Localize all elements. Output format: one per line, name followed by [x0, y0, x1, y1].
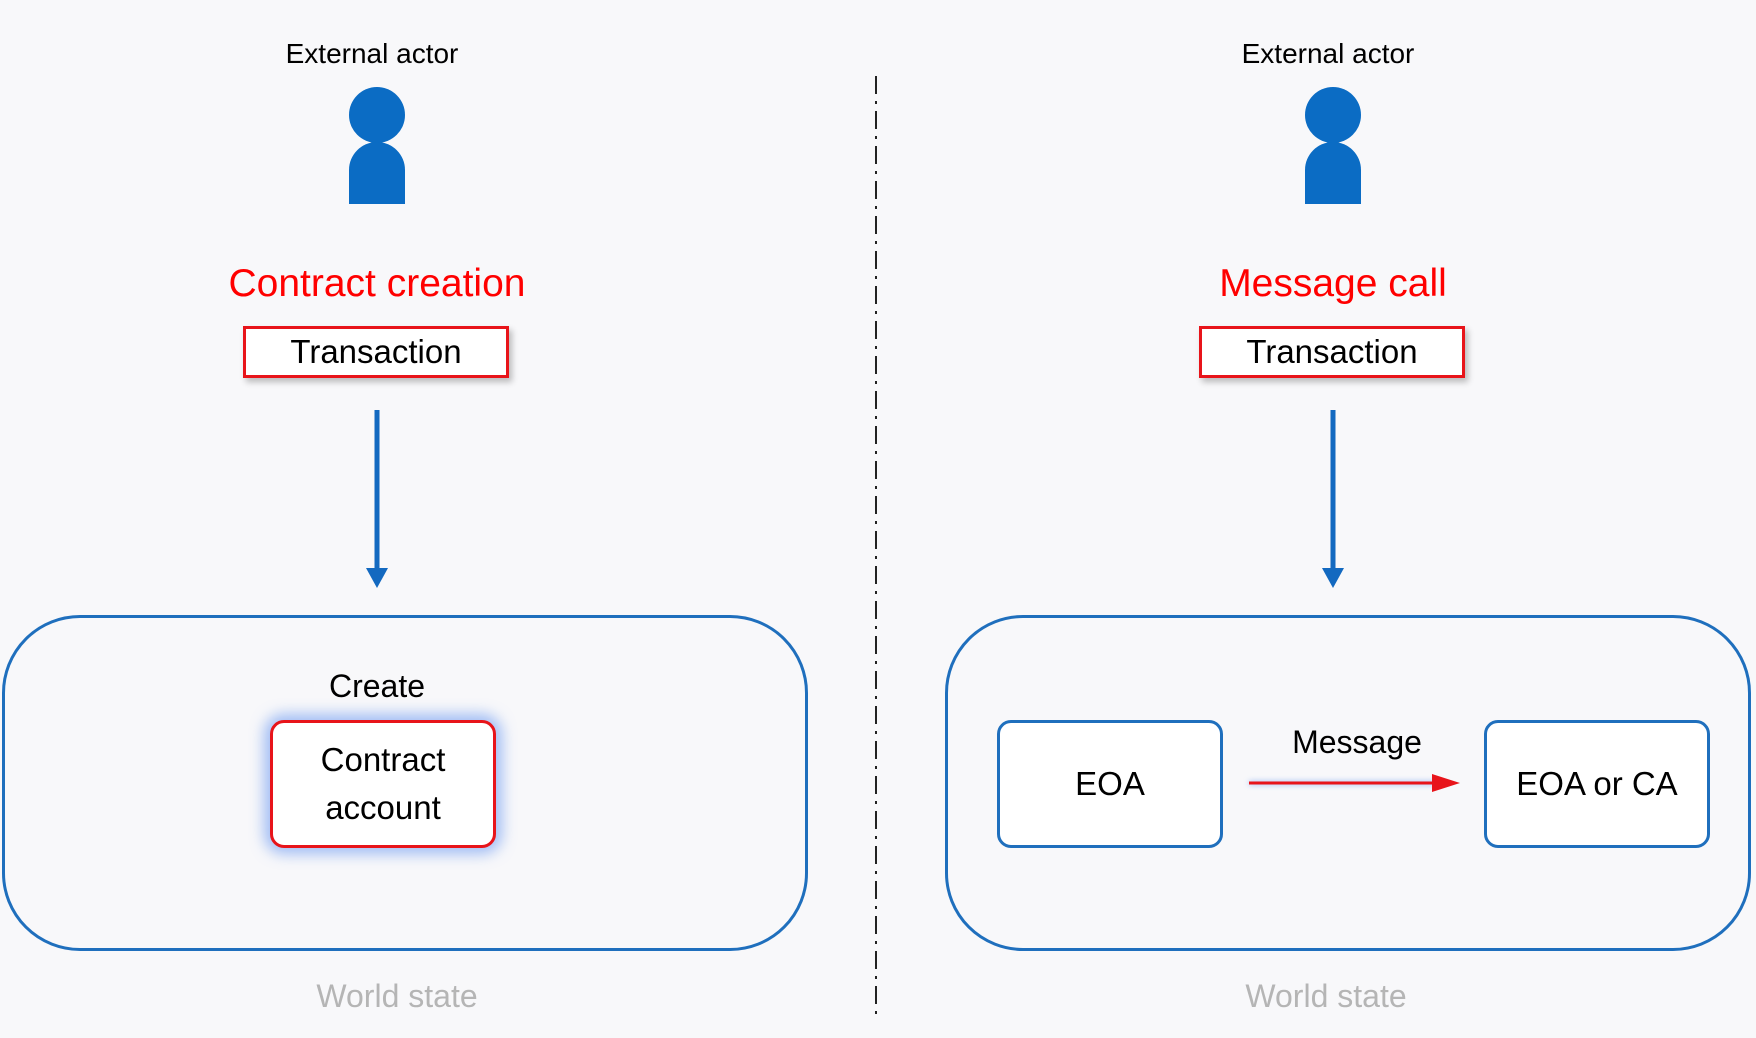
left-person-icon — [349, 87, 405, 204]
contract-account-line1: Contract — [320, 741, 446, 778]
contract-account-line2: account — [325, 789, 441, 826]
left-down-arrow — [366, 410, 388, 588]
message-label: Message — [1292, 724, 1422, 760]
eoa-box: EOA — [997, 720, 1223, 848]
left-transaction-label: Transaction — [290, 333, 462, 370]
right-person-icon — [1305, 87, 1361, 204]
right-transaction-label: Transaction — [1246, 333, 1418, 370]
eoa-label: EOA — [1075, 765, 1145, 802]
left-transaction-box: Transaction — [243, 326, 509, 378]
right-world-state-label: World state — [1245, 978, 1407, 1014]
left-title: Contract creation — [228, 262, 526, 305]
contract-account-box: Contract account — [270, 720, 496, 848]
left-world-state-box — [2, 615, 808, 951]
eoa-or-ca-label: EOA or CA — [1516, 765, 1678, 802]
left-actor-label: External actor — [285, 38, 459, 69]
right-title: Message call — [1219, 262, 1447, 305]
eoa-or-ca-box: EOA or CA — [1484, 720, 1710, 848]
left-world-state-label: World state — [316, 978, 478, 1014]
message-arrow — [1249, 774, 1460, 792]
right-world-state-box — [945, 615, 1751, 951]
right-actor-label: External actor — [1241, 38, 1415, 69]
right-down-arrow — [1322, 410, 1344, 588]
right-transaction-box: Transaction — [1199, 326, 1465, 378]
create-label: Create — [328, 668, 426, 704]
